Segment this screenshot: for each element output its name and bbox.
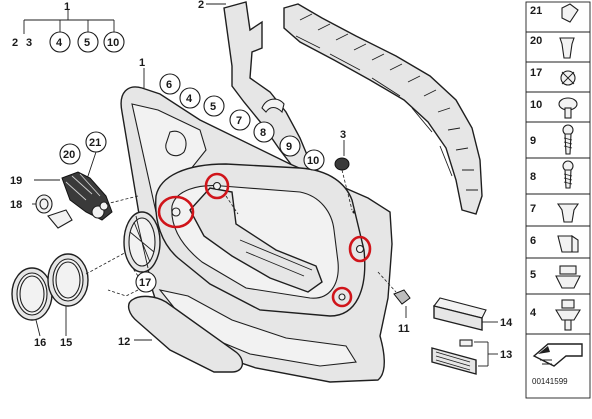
callout-4: 4 [186, 93, 193, 105]
legend-label-4: 4 [530, 307, 537, 319]
callout-10-circle-b [303, 149, 325, 171]
callout-cascade: 6 4 5 7 8 9 10 [159, 73, 325, 171]
callout-20: 20 [63, 149, 75, 161]
legend-label-6: 6 [530, 235, 536, 247]
callout-2: 2 [198, 0, 204, 11]
callout-11: 11 [398, 323, 410, 335]
callout-5b-circle [203, 95, 225, 117]
callout-17-circle [135, 271, 157, 293]
callout-15: 15 [60, 337, 72, 349]
highlight-clip-right [348, 235, 372, 263]
legend-label-7: 7 [530, 203, 536, 215]
callout-9: 9 [286, 141, 292, 153]
callout-8: 8 [260, 127, 266, 139]
callout-12: 12 [118, 336, 130, 348]
part-12-armrest: 12 [118, 295, 243, 373]
callout-14: 14 [500, 317, 513, 329]
callout-7-circle [229, 109, 251, 131]
callout-20-circle [59, 143, 81, 165]
legend-column: 21 20 17 10 9 8 7 6 5 4 00141599 [525, 1, 591, 399]
part-1-door-panel: 1 [120, 57, 393, 383]
callout-4b-circle [179, 87, 201, 109]
callout-19: 19 [10, 175, 22, 187]
callout-16: 16 [34, 337, 46, 349]
legend-label-10: 10 [530, 99, 542, 111]
legend-label-9: 9 [530, 135, 536, 147]
callout-18: 18 [10, 199, 22, 211]
callout-1: 1 [139, 57, 145, 69]
part-2-insulation-ribs [283, 3, 483, 215]
callout-3: 3 [340, 129, 346, 141]
callout-7: 7 [236, 115, 242, 127]
callout-13: 13 [500, 349, 512, 361]
speaker-parts: 16 15 17 [11, 211, 161, 349]
highlight-circles [157, 172, 372, 308]
callout-5-circle [77, 31, 99, 53]
callout-17: 17 [139, 277, 151, 289]
callout-4-circle [49, 31, 71, 53]
legend-label-17: 17 [530, 67, 542, 79]
highlight-clip-left [157, 195, 195, 229]
callout-1-top: 1 [64, 1, 70, 13]
parts-14-13: 14 13 [431, 297, 513, 375]
callout-21: 21 [89, 137, 101, 149]
callout-10: 10 [307, 155, 319, 167]
callout-5: 5 [210, 101, 216, 113]
highlight-clip-top [204, 172, 230, 200]
callout-3-top: 3 [26, 37, 32, 49]
callout-4-top: 4 [56, 37, 63, 49]
callout-5-top: 5 [84, 37, 90, 49]
callout-8-circle [253, 121, 275, 143]
legend-label-21: 21 [530, 5, 542, 17]
callout-10-circle [103, 31, 125, 53]
callout-6: 6 [166, 79, 172, 91]
callout-10-top: 10 [107, 37, 119, 49]
callout-2-top: 2 [12, 37, 18, 49]
legend-label-5: 5 [530, 269, 536, 281]
callout-6-circle [159, 73, 181, 95]
part-3-clip: 3 [334, 129, 356, 214]
highlight-clip-bottom [331, 286, 353, 308]
callout-9-circle [279, 135, 301, 157]
legend-label-20: 20 [530, 35, 542, 47]
left-parts-group: 21 20 19 18 [10, 131, 139, 229]
part-11: 11 [377, 271, 411, 335]
legend-label-8: 8 [530, 171, 536, 183]
diagram-code: 00141599 [532, 377, 568, 386]
callout-tree-1: 1 2 3 4 5 10 [12, 1, 125, 53]
